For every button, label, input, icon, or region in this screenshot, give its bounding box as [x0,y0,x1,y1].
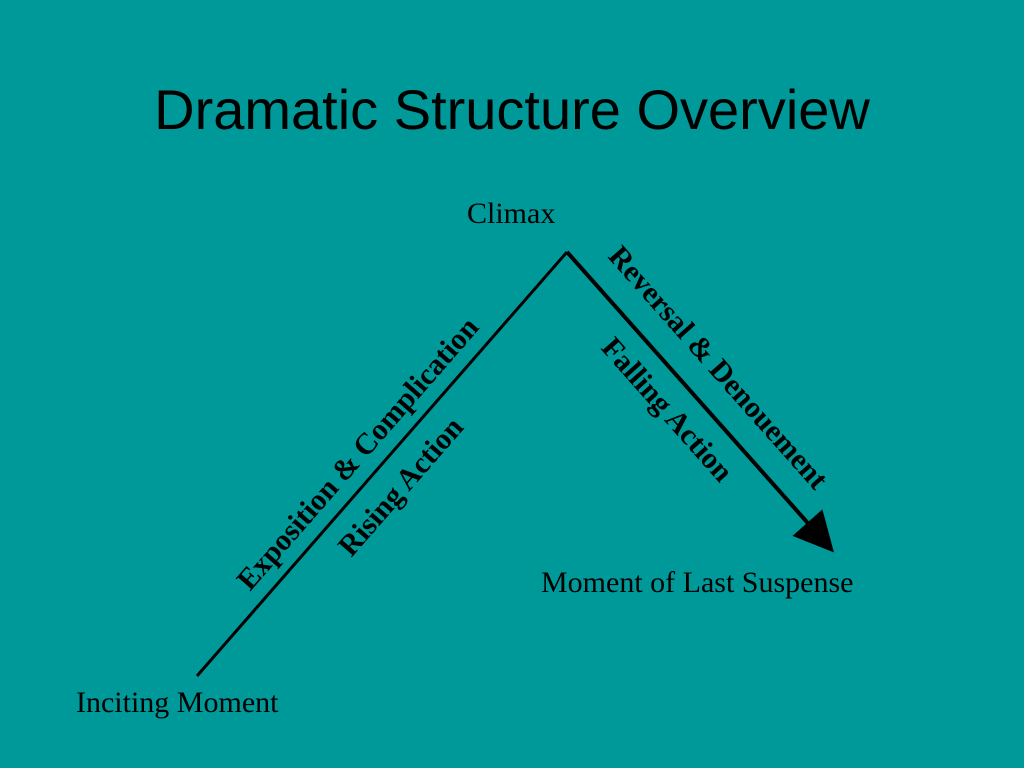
inciting-moment-label: Inciting Moment [76,686,279,719]
rising-line [195,251,569,677]
climax-label: Climax [467,197,555,230]
moment-of-last-suspense-label: Moment of Last Suspense [541,566,853,599]
slide-title: Dramatic Structure Overview [154,78,870,141]
falling-arrow [565,250,834,553]
